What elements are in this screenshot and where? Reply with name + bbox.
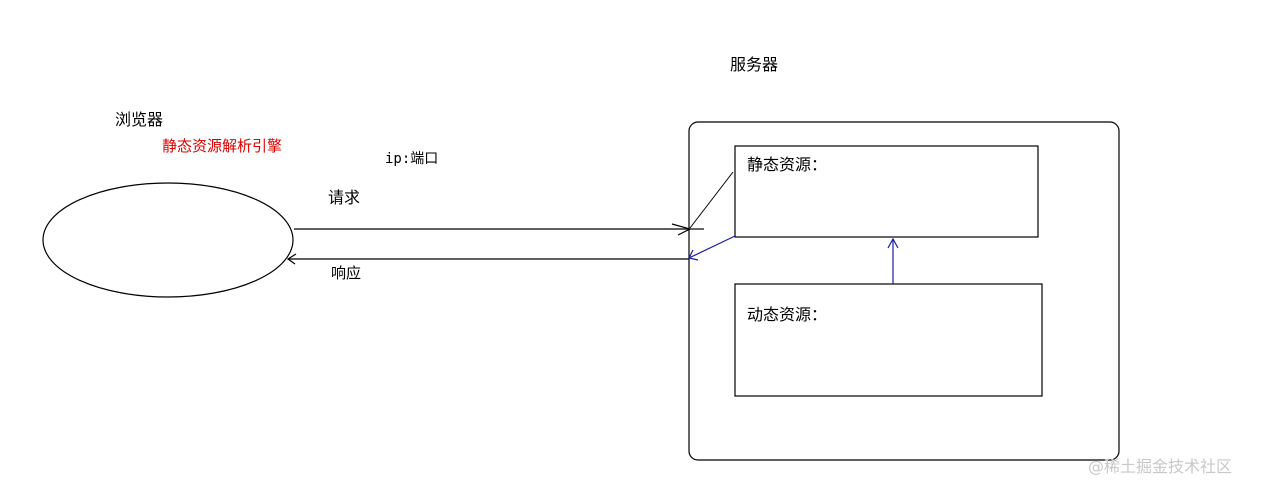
dynamic-resource-box xyxy=(734,283,1043,397)
engine-label: 静态资源解析引擎 xyxy=(162,137,282,155)
static-to-server-arrow xyxy=(689,171,734,229)
static-resource-label: 静态资源： xyxy=(747,155,827,174)
dynamic-resource-label: 动态资源： xyxy=(747,305,827,324)
static-response-arrow xyxy=(688,235,736,261)
dynamic-to-static-arrow xyxy=(887,237,899,284)
address-label: ip:端口 xyxy=(385,151,438,167)
request-label: 请求 xyxy=(328,188,360,207)
server-box xyxy=(688,121,1120,461)
request-arrow xyxy=(294,223,704,236)
static-resource-box xyxy=(734,145,1039,238)
server-label: 服务器 xyxy=(730,55,778,74)
browser-label: 浏览器 xyxy=(115,110,163,129)
watermark: @稀土掘金技术社区 xyxy=(1088,457,1232,476)
browser-ellipse xyxy=(42,182,294,298)
response-label: 响应 xyxy=(331,264,361,282)
response-arrow xyxy=(286,253,689,265)
